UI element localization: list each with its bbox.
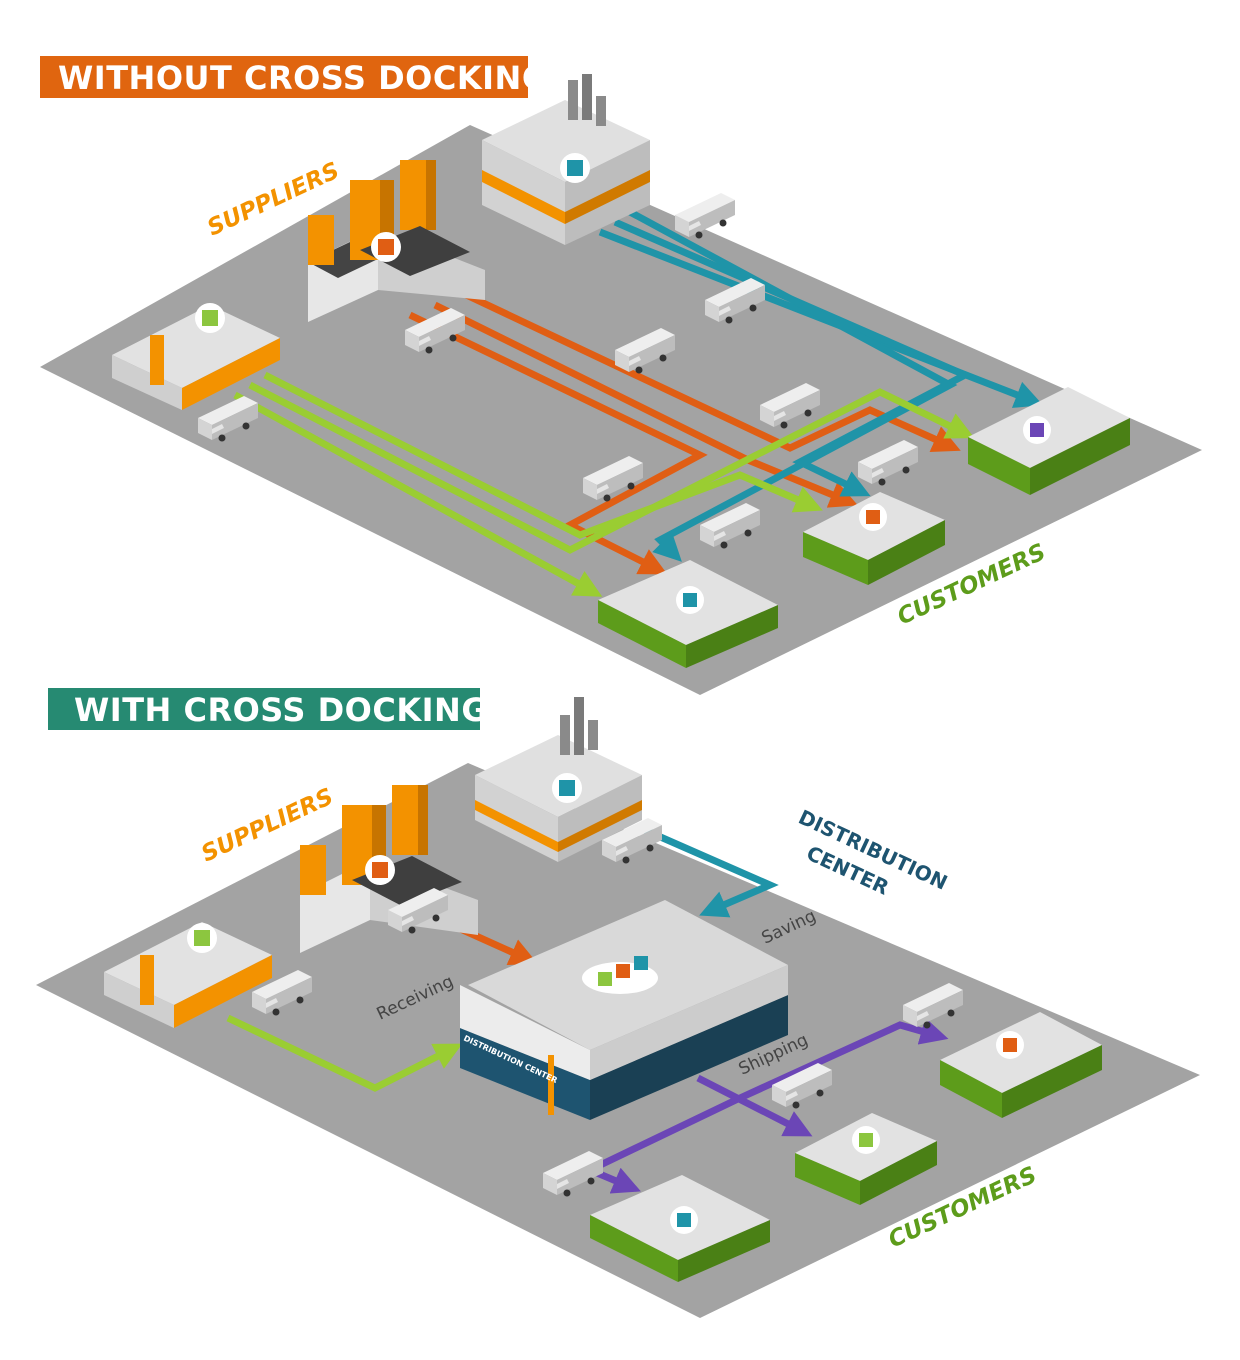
panel-with-cross-docking: DISTRIBUTION CENTER [36,697,1200,1318]
factory-icon [475,697,642,862]
panel-without-cross-docking: SUPPLIERS CUSTOMERS [40,74,1202,695]
banner-without-cross-docking: WITHOUT CROSS DOCKING [40,56,548,98]
warehouse-icon [940,1012,1102,1118]
flow-arrow-icon [638,824,779,918]
warehouse-icon [803,492,945,585]
warehouse-icon [598,560,778,668]
flow-lines-lime [233,371,975,597]
banner-with-cross-docking: WITH CROSS DOCKING [48,688,488,730]
warehouse-icon [795,1113,937,1205]
warehouse-icon [968,387,1130,495]
flow-lines-teal [598,208,1044,562]
flow-arrow-icon [226,1014,463,1092]
warehouse-icon [112,303,280,410]
warehouse-icon [104,922,272,1028]
warehouse-icon [590,1175,770,1282]
factory-icon [308,160,485,322]
distribution-center-building: DISTRIBUTION CENTER [460,900,788,1120]
factory-icon [482,74,650,245]
